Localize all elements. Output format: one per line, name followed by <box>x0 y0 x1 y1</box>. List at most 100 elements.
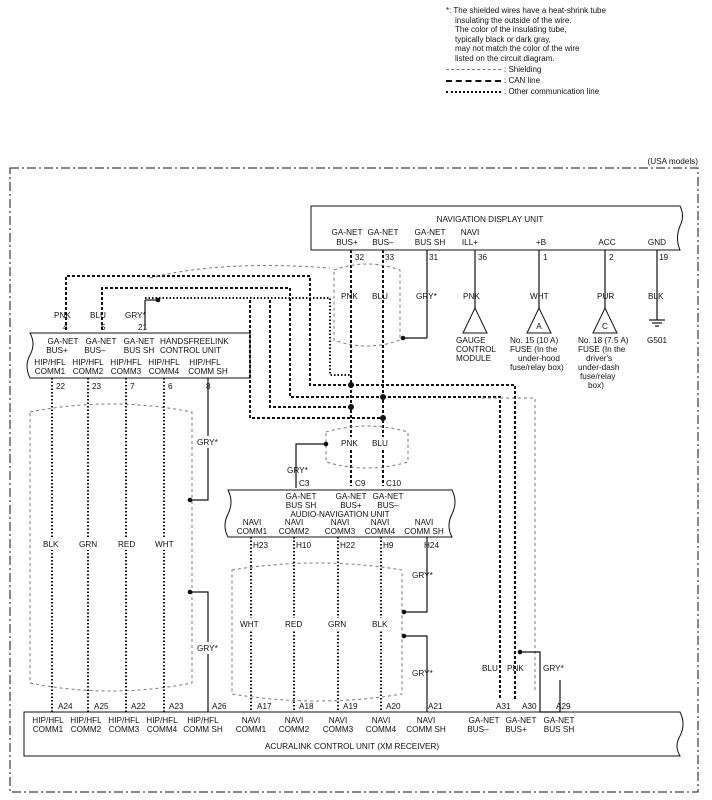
shield-drain-wire <box>190 378 209 501</box>
junction-dot <box>155 297 161 303</box>
hfl-mid-wire-wht: WHT <box>155 540 174 549</box>
hfl-pin-21: 21 <box>138 323 148 332</box>
junction-dot <box>187 589 193 595</box>
nav-wire-gry: GRY* <box>416 292 438 301</box>
nav-term-bus-minus-l1: GA-NET <box>368 228 399 237</box>
acu-pin: A25 <box>94 702 109 711</box>
junction-dot <box>380 415 386 421</box>
anu-unit-box <box>224 489 456 538</box>
junction-dot <box>323 441 329 447</box>
other-line-swatch <box>446 90 501 93</box>
label-mask <box>150 538 180 550</box>
anu-term-l1: NAVI <box>415 518 434 527</box>
nav-pin-32: 32 <box>355 253 365 262</box>
acu-pin: A23 <box>169 702 184 711</box>
can-wire <box>249 300 383 419</box>
footnote-line: may not match the color of the wire <box>455 44 580 54</box>
acuralink-control-unit: A24 A25 A22 A23 A26 A17 A18 A19 A20 A21 … <box>23 702 684 757</box>
nav-unit-title: NAVIGATION DISPLAY UNIT <box>437 215 544 224</box>
acu-term-l1: NAVI <box>242 716 261 725</box>
shield-drain-wire <box>404 537 428 613</box>
acu-term-l2: BUS+ <box>505 725 527 734</box>
navigation-display-unit: NAVIGATION DISPLAY UNIT GA-NET BUS+ GA-N… <box>310 205 683 390</box>
fuse-c-line: driver's <box>586 354 612 363</box>
nav-bus-shield <box>333 263 401 347</box>
junction-dot <box>187 497 193 503</box>
hfl-pin-4: 4 <box>63 323 68 332</box>
hfl-wire-gry: GRY* <box>125 311 147 320</box>
hfl-unit-title-1: HANDSFREELINK <box>160 337 229 346</box>
fuse-c-line: fuse/relay <box>580 372 616 381</box>
acu-term-l2: BUS– <box>467 725 489 734</box>
gauge-label-1: GAUGE <box>456 336 486 345</box>
acu-term-l2: COMM3 <box>323 725 354 734</box>
hfl-comm-term-l2: COMM2 <box>73 367 104 376</box>
label-mask <box>325 618 351 630</box>
fuse-a-line: FUSE (In the <box>510 345 558 354</box>
shielding-swatch <box>446 69 501 70</box>
junction-dot <box>400 335 406 341</box>
nav-pin-2: 2 <box>609 253 614 262</box>
fuse-c-triangle <box>592 306 618 334</box>
acu-term-l1: HIP/HFL <box>187 716 219 725</box>
nav-pin-1: 1 <box>543 253 548 262</box>
fuse-a-line: No. 15 (10 A) <box>510 336 559 345</box>
hfl-comm-wires <box>51 378 165 712</box>
shield-dashed-trace <box>149 265 331 279</box>
legend-shielding: : Shielding <box>446 64 599 75</box>
anu-term-l1: NAVI <box>371 518 390 527</box>
anu-comm-shield <box>231 562 403 702</box>
hfl-comm-term-l2: COMM4 <box>149 367 180 376</box>
hfl-mid-wire-red: RED <box>118 540 135 549</box>
hfl-unit-title-2: CONTROL UNIT <box>160 346 221 355</box>
hfl-comm-term-l1: HIP/HFL <box>34 358 66 367</box>
fuse-a-line: fuse/relay box) <box>510 363 564 372</box>
can-wire <box>65 275 516 700</box>
acu-term-l1: HIP/HFL <box>70 716 102 725</box>
anu-term-l2: COMM3 <box>325 527 356 536</box>
nav-term-bus-sh-l1: GA-NET <box>415 228 446 237</box>
acu-pin: A17 <box>257 702 272 711</box>
hfl-pin-23: 23 <box>92 382 102 391</box>
hfl-pin-5: 5 <box>101 323 106 332</box>
gauge-label-2: CONTROL <box>456 345 496 354</box>
footnote-line: listed on the circuit diagram. <box>455 53 555 63</box>
anu-term-l2: COMM SH <box>404 527 444 536</box>
shield-drain-wire <box>295 443 326 488</box>
can-swatch <box>446 79 501 82</box>
hfl-wire-blu: BLU <box>90 311 106 320</box>
nav-term-acc: ACC <box>598 238 615 247</box>
label-mask <box>196 436 222 448</box>
can-wire <box>269 300 351 408</box>
shield-drain-wire <box>404 635 428 712</box>
anu-mid-wire-blk: BLK <box>372 620 388 629</box>
nav-wire-blu: BLU <box>372 292 388 301</box>
fuse-c-letter: C <box>602 322 608 331</box>
nav-pin-33: 33 <box>385 253 395 262</box>
hfl-term-2-l1: GA-NET <box>86 337 117 346</box>
anu-unit-title: AUDIO-NAVIGATION UNIT <box>290 510 389 519</box>
fuse-a-triangle <box>526 306 552 334</box>
acu-pin: A19 <box>343 702 358 711</box>
nav-term-b-plus: +B <box>536 238 547 247</box>
acu-term-l2: COMM SH <box>183 725 223 734</box>
fuse-c-line: box) <box>588 381 604 390</box>
right-bus-shield <box>482 397 536 690</box>
anu-term-l2: COMM2 <box>279 527 310 536</box>
anu-mid-wire-grn: GRN <box>328 620 346 629</box>
footnote-line: typically black or dark gray, <box>455 34 551 44</box>
label-mask <box>369 618 393 630</box>
acu-pin: A20 <box>386 702 401 711</box>
acu-term-l1: HIP/HFL <box>108 716 140 725</box>
junction-dot <box>517 649 523 655</box>
anu-pin-h10: H10 <box>296 541 311 550</box>
anu-top-term-l1: GA-NET <box>336 492 367 501</box>
nav-unit-box <box>310 205 683 251</box>
hfl-term-1-l2: BUS+ <box>46 346 68 355</box>
acu-pin: A31 <box>496 702 511 711</box>
anu-mid-wire-wht: WHT <box>240 620 259 629</box>
acu-term-l1: HIP/HFL <box>32 716 64 725</box>
nav-term-bus-sh-l2: BUS SH <box>415 238 446 247</box>
fuse-c-line: under-dash <box>578 363 620 372</box>
anu-term-l1: NAVI <box>285 518 304 527</box>
